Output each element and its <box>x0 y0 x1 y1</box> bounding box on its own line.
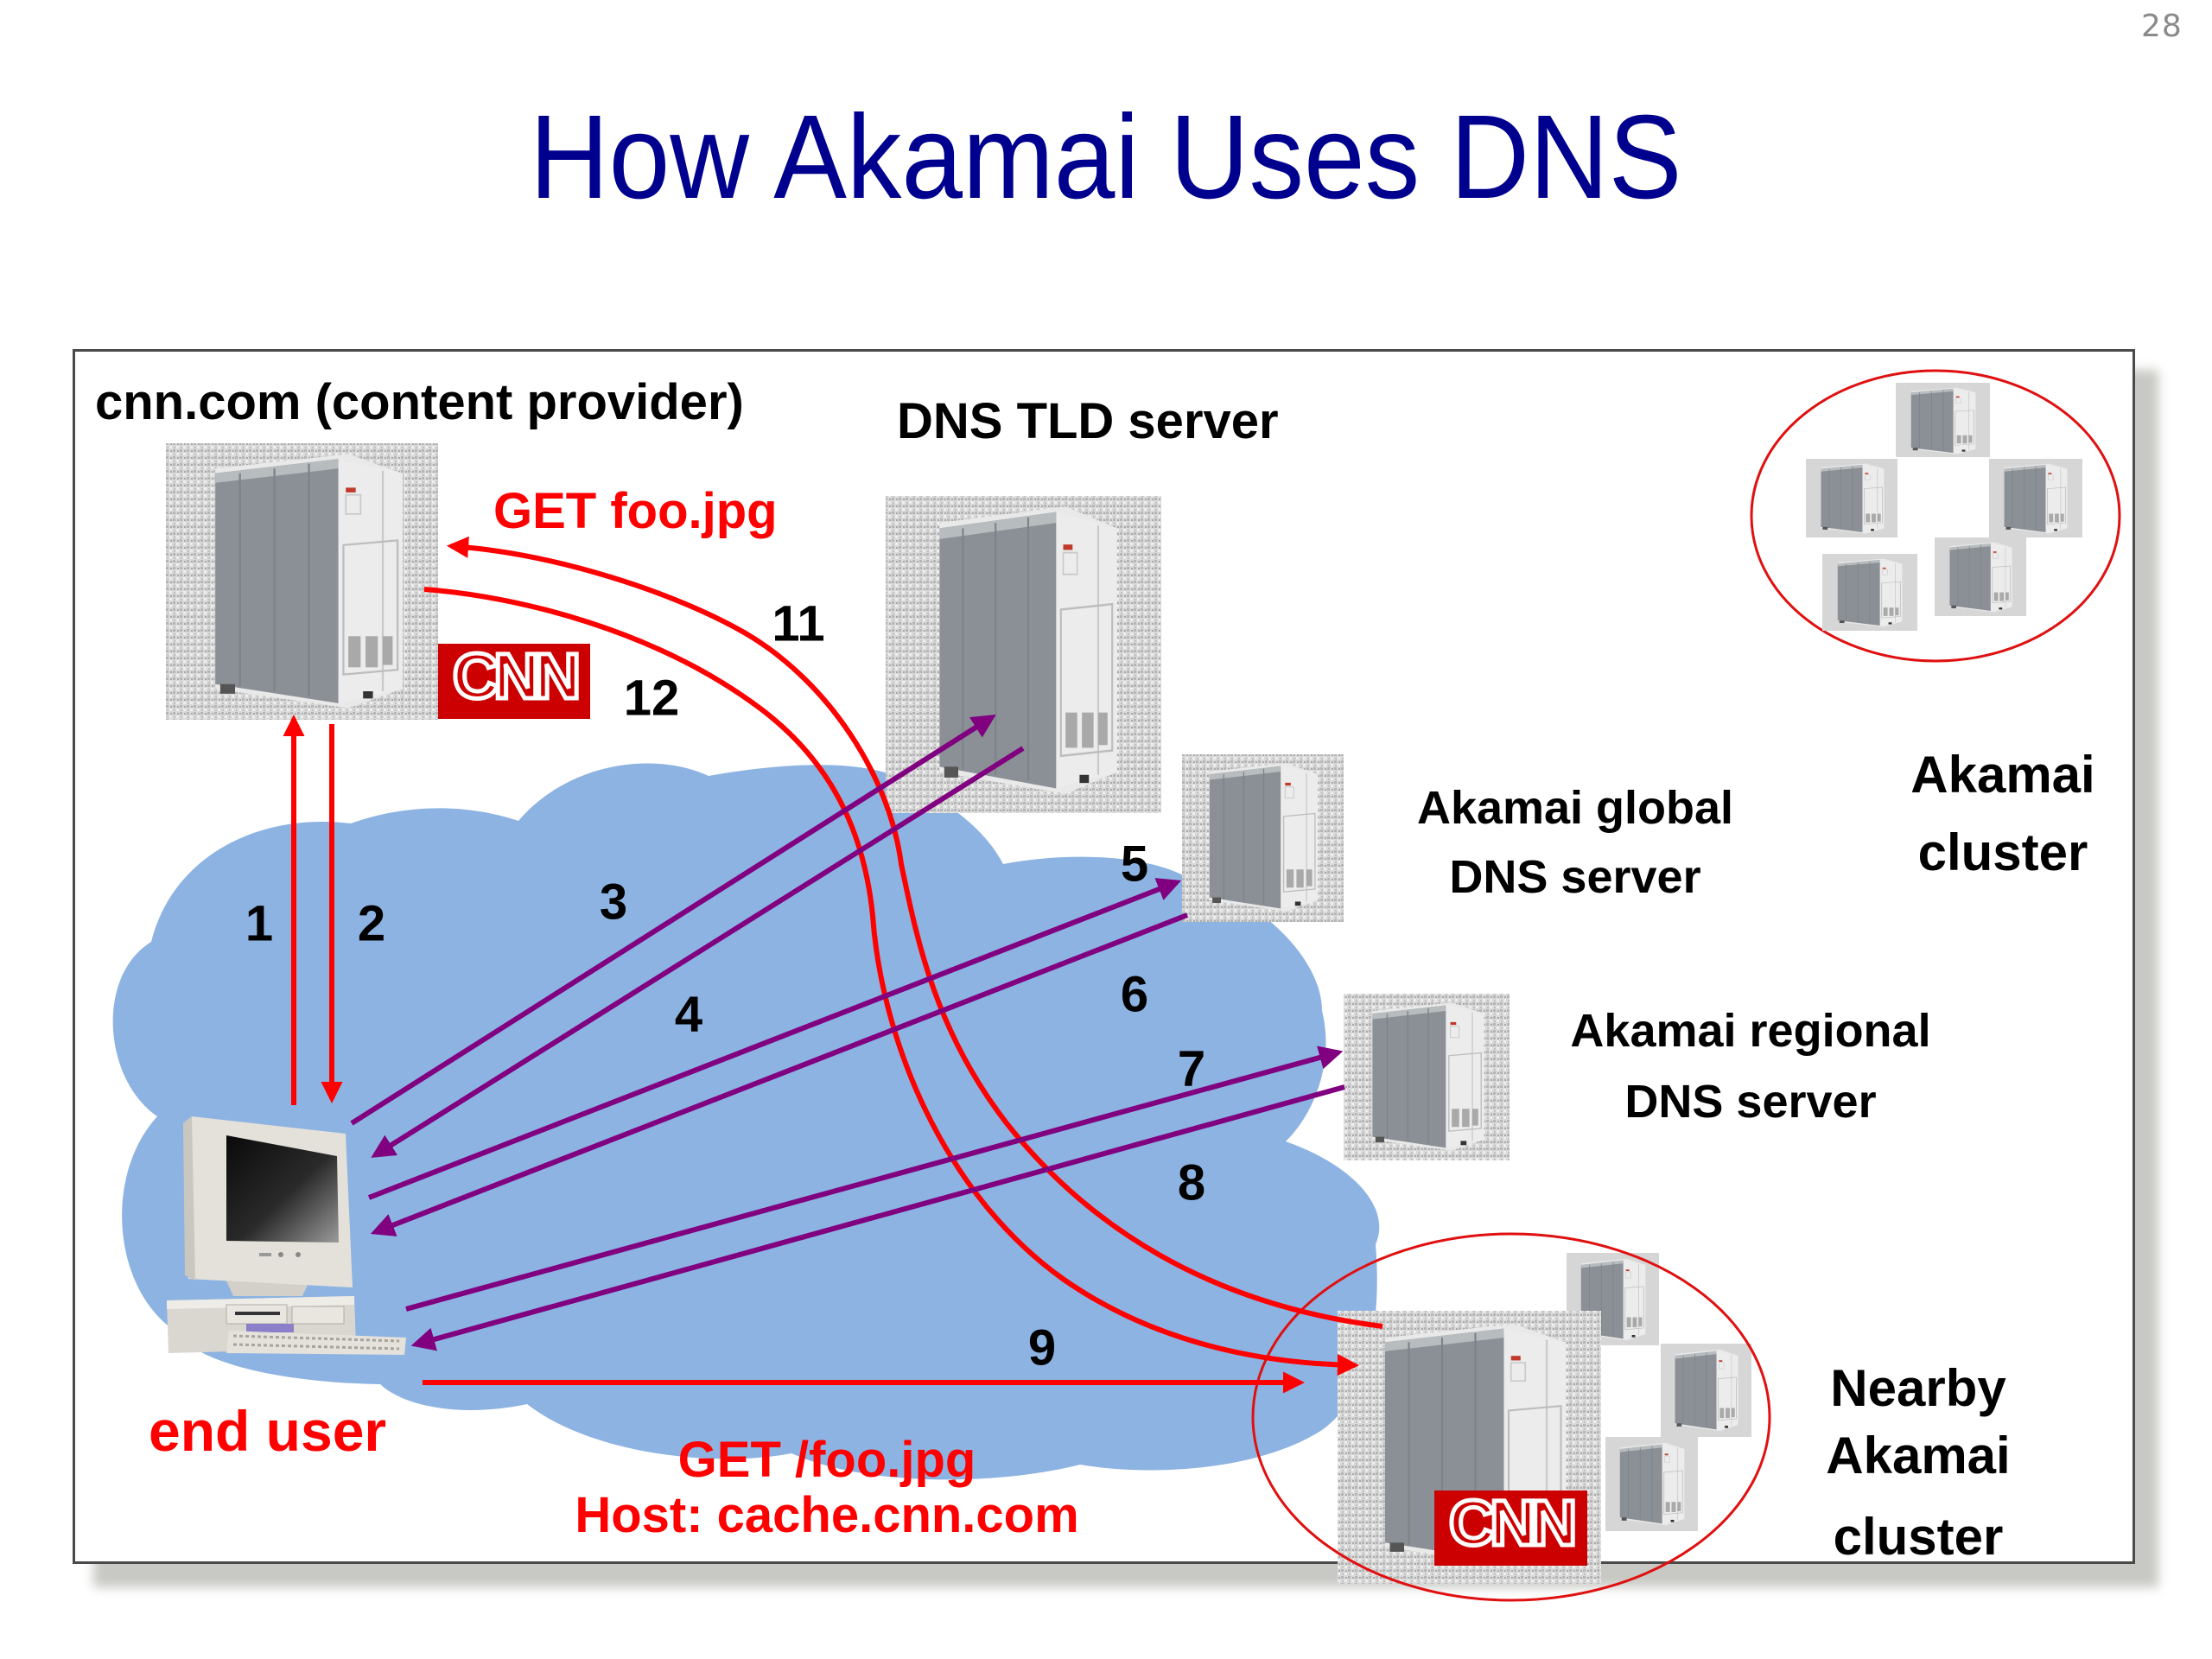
step-label-12: 12 <box>623 670 680 727</box>
arrow-step-4 <box>371 746 1025 1158</box>
nearby-cluster-outline <box>1251 1232 1771 1602</box>
arrow-step-8 <box>410 1084 1345 1351</box>
step-label-2: 2 <box>357 895 386 952</box>
step-label-11: 11 <box>772 595 825 652</box>
arrow-step-5 <box>367 878 1182 1200</box>
arrow-step-6 <box>370 912 1189 1236</box>
step-label-8: 8 <box>1177 1154 1206 1211</box>
regional-dns-server <box>1344 994 1510 1160</box>
server-tower-icon <box>213 453 404 709</box>
cnn-logo: CNN <box>438 639 590 719</box>
cnn-logo-text: CNN <box>1449 1487 1573 1559</box>
arrow-step-12 <box>423 587 1360 1376</box>
arrow-step-3 <box>350 715 996 1126</box>
slide-title-text: How Akamai Uses DNS <box>530 91 1682 224</box>
step-label-7: 7 <box>1177 1040 1206 1097</box>
regional-dns-label-line1: Akamai regional <box>1570 1005 1931 1057</box>
cnn-logo-nearby: CNN <box>1434 1485 1587 1566</box>
desktop-computer-icon <box>167 1116 406 1355</box>
slide-number: 28 <box>2141 9 2183 44</box>
server-tower-icon <box>2004 463 2068 534</box>
server-tower-icon <box>1371 1001 1485 1152</box>
step-label-6: 6 <box>1120 966 1149 1023</box>
server-tower-icon <box>1208 762 1319 912</box>
akamai-cluster-label-line1: Akamai <box>1910 746 2095 804</box>
step-label-5: 5 <box>1120 836 1149 893</box>
step-label-3: 3 <box>599 874 628 931</box>
arrow-step-7 <box>405 1046 1344 1312</box>
step-label-9: 9 <box>1027 1319 1057 1376</box>
server-tower-icon <box>938 505 1119 796</box>
server-tower-icon <box>1910 386 1976 455</box>
server-tower-icon <box>1619 1442 1685 1526</box>
tld-server-label: DNS TLD server <box>897 393 1279 449</box>
akamai-cluster-outline <box>1750 369 2121 663</box>
content-provider-server <box>166 443 438 720</box>
get-origin-request-label: GET foo.jpg <box>493 483 778 539</box>
nearby-cluster-label-line2: Akamai <box>1826 1427 2011 1484</box>
arrow-step-11 <box>446 536 1383 1329</box>
cnn-logo-text: CNN <box>453 640 577 712</box>
server-tower-icon <box>1837 558 1903 627</box>
slide-title: How Akamai Uses DNS <box>0 97 2212 218</box>
akamai-cluster <box>1750 369 2121 663</box>
global-dns-label-line1: Akamai global <box>1416 782 1734 834</box>
get-cache-request-line2: Host: cache.cnn.com <box>575 1487 1079 1543</box>
server-tower-icon <box>1821 463 1885 534</box>
server-tower-icon <box>1675 1349 1738 1432</box>
akamai-cluster-label-line2: cluster <box>1917 823 2088 881</box>
get-cache-request-line1: GET /foo.jpg <box>677 1432 976 1488</box>
content-provider-label: cnn.com (content provider) <box>95 374 744 430</box>
global-dns-server <box>1182 754 1344 922</box>
nearby-cluster-label-line3: cluster <box>1833 1508 2004 1566</box>
regional-dns-label-line2: DNS server <box>1624 1076 1877 1128</box>
global-dns-label-line2: DNS server <box>1449 851 1701 903</box>
nearby-cluster-label-line1: Nearby <box>1830 1359 2006 1417</box>
step-label-4: 4 <box>674 986 703 1043</box>
end-user-label: end user <box>149 1399 387 1463</box>
server-tower-icon <box>1948 542 2013 613</box>
step-label-1: 1 <box>245 895 274 952</box>
tld-server <box>886 496 1161 813</box>
